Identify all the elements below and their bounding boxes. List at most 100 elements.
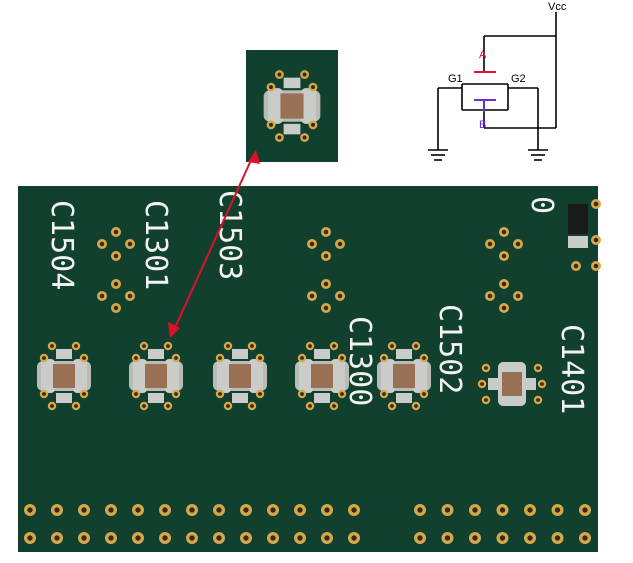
via-hole xyxy=(527,507,533,513)
via-hole xyxy=(323,281,329,287)
via-hole xyxy=(414,404,418,408)
trace-top xyxy=(283,77,301,89)
partial-component-pad xyxy=(568,236,588,248)
capacitor-body xyxy=(502,372,522,396)
via-hole xyxy=(81,535,87,541)
via-hole xyxy=(554,535,561,541)
via-hole xyxy=(166,404,170,408)
capacitor-body xyxy=(280,93,304,119)
via-hole xyxy=(297,507,303,513)
callout-arrow xyxy=(168,150,260,338)
via-hole xyxy=(302,72,307,77)
via-hole xyxy=(27,507,33,513)
ground-symbol-left xyxy=(428,149,448,161)
via-hole xyxy=(309,241,315,247)
pad-left xyxy=(299,359,313,393)
via-hole xyxy=(277,72,282,77)
via-hole xyxy=(54,535,60,541)
via-hole xyxy=(582,507,588,513)
header-via-rows xyxy=(24,504,591,544)
capacitor-body xyxy=(53,364,75,388)
pin-g1-label: G1 xyxy=(448,73,463,85)
capacitor-c1301 xyxy=(129,341,183,411)
inset-capacitor-footprint xyxy=(263,70,321,142)
trace-top xyxy=(232,349,248,359)
via-hole xyxy=(113,253,119,259)
pin-g2-label: G2 xyxy=(511,73,526,85)
zoom-inset xyxy=(246,50,338,162)
via-hole xyxy=(444,535,451,541)
pad-right xyxy=(413,359,427,393)
via-hole xyxy=(216,507,222,513)
via-hole xyxy=(501,281,507,287)
via-hole xyxy=(311,122,315,127)
pad-left xyxy=(133,359,147,393)
pad-left xyxy=(267,88,283,124)
label-c1300: C1300 xyxy=(342,316,377,406)
via-hole xyxy=(27,535,33,541)
via-hole xyxy=(484,366,488,370)
trace-bottom xyxy=(314,393,330,403)
via-hole xyxy=(480,382,484,386)
pad-right xyxy=(331,359,345,393)
via-hole xyxy=(444,507,451,513)
via-hole xyxy=(269,122,273,127)
via-hole xyxy=(134,392,138,396)
via-hole xyxy=(218,392,222,396)
via-hole xyxy=(351,507,357,513)
via-hole xyxy=(472,507,478,513)
via-hole xyxy=(142,404,146,408)
via-hole xyxy=(414,344,418,348)
via-hole xyxy=(309,293,315,299)
trace-bottom xyxy=(56,393,72,403)
ground-symbol-right xyxy=(528,149,548,161)
capacitor-body xyxy=(311,364,333,388)
via-hole xyxy=(540,382,544,386)
via-hole xyxy=(582,535,588,541)
arrow-head-down xyxy=(168,322,180,338)
via-hole xyxy=(74,344,78,348)
via-hole xyxy=(324,507,330,513)
trace-left xyxy=(488,378,498,390)
via-cluster-3 xyxy=(307,227,345,261)
via-hole xyxy=(277,135,282,140)
via-hole xyxy=(99,293,105,299)
trace-top xyxy=(148,349,164,359)
via-hole xyxy=(243,507,249,513)
via-cluster-1 xyxy=(97,227,135,261)
via-hole xyxy=(390,344,394,348)
via-hole xyxy=(472,535,478,541)
via-hole xyxy=(351,535,357,541)
label-c1502: C1502 xyxy=(432,304,467,394)
via-hole xyxy=(226,404,230,408)
via-hole xyxy=(593,201,599,207)
gate-a-label: A xyxy=(479,49,487,61)
via-hole xyxy=(113,305,119,311)
pad-right xyxy=(73,359,87,393)
trace-right xyxy=(526,378,536,390)
via-cluster-2 xyxy=(97,279,135,313)
via-hole xyxy=(536,366,540,370)
via-hole xyxy=(166,344,170,348)
via-hole xyxy=(108,507,114,513)
via-hole xyxy=(297,535,303,541)
via-hole xyxy=(270,535,276,541)
capacitor-body xyxy=(229,364,251,388)
pad-left xyxy=(41,359,55,393)
trace-top xyxy=(396,349,412,359)
arrow-head-up xyxy=(248,150,260,164)
label-c1401: C1401 xyxy=(554,324,589,414)
via-hole xyxy=(218,356,222,360)
via-hole xyxy=(113,281,119,287)
via-hole xyxy=(108,535,114,541)
via-hole xyxy=(554,507,561,513)
trace-bottom xyxy=(283,123,301,135)
via-hole xyxy=(127,241,133,247)
via-hole xyxy=(390,404,394,408)
via-hole xyxy=(54,507,60,513)
trace-top xyxy=(56,349,72,359)
via-hole xyxy=(50,404,54,408)
pad-right xyxy=(165,359,179,393)
trace-top xyxy=(314,349,330,359)
trace-bottom xyxy=(396,393,412,403)
